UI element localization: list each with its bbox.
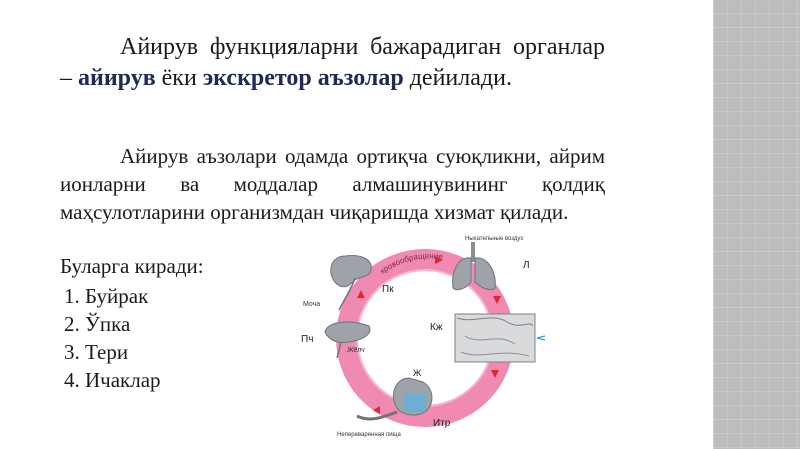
side-decor-panel [713,0,800,449]
list-item-kidney: 1. Буйрак [64,284,149,308]
slide: Айирув функцияларни бажарадиган органлар… [60,32,605,438]
definition-connector: ёки [155,65,203,91]
label-pk: Пк [382,284,394,295]
list-item-lungs: 2. Ўпка [64,312,131,336]
flow-arrow [491,370,499,378]
list-intro: Буларга киради: [60,254,204,278]
flow-arrow [435,256,443,264]
paragraph-definition: Айирув функцияларни бажарадиган органлар… [60,32,605,94]
label-pch: Пч [301,334,313,345]
list-item-intestines: 4. Ичаклар [64,368,161,392]
flow-arrow [373,406,380,414]
caption-air: Ныхательные воздух [465,236,523,242]
label-kzh: Кж [430,322,443,333]
liver-icon [324,321,371,359]
label-zhelch: Жёлч [346,347,365,354]
paragraph-function: Айирув аъзолари одамда ортиқча суюқликни… [60,142,605,226]
lungs-icon [452,242,496,291]
definition-end: дейилади. [403,65,512,91]
label-zh: Ж [413,368,422,378]
skin-icon [454,313,546,363]
list-item-skin: 3. Тери [64,340,129,364]
kidney-icon [330,255,372,311]
flow-arrow [357,290,365,298]
caption-food: Непереваренная пища [337,432,401,438]
flow-arrow [493,296,501,304]
definition-text: Айирув функцияларни бажарадиган органлар… [60,34,605,91]
excretion-cycle-diagram: кровообращение [301,236,546,438]
label-itr: Итр [433,418,451,429]
organ-list: 1. Буйрак 2. Ўпка 3. Тери 4. Ичаклар [64,282,161,394]
label-mocha: Моча [303,301,320,308]
intestine-icon [356,377,433,421]
term-excretion: айирув [78,65,156,91]
term-excretory-organs: экскретор аъзолар [202,65,404,91]
label-l: Л [523,260,530,271]
function-text: Айирув аъзолари одамда ортиқча суюқликни… [60,144,605,224]
